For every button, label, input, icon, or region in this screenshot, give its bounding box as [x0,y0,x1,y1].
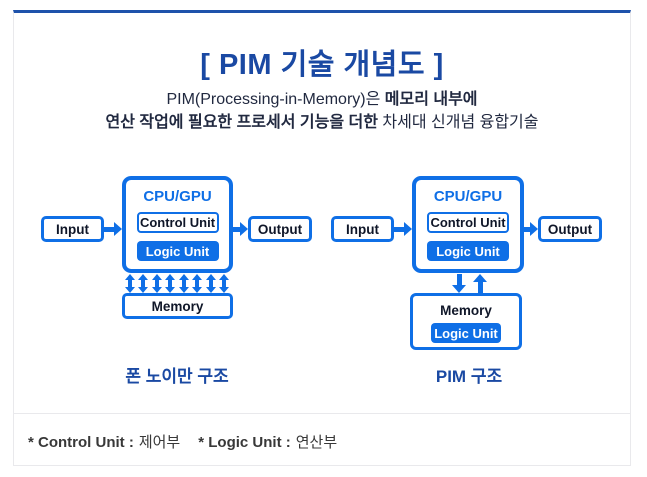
content-frame: [ PIM 기술 개념도 ] PIM(Processing-in-Memory)… [13,10,631,466]
footnote-value: 제어부 [138,433,181,451]
double-arrow-icon [192,274,203,293]
arrow-head [240,222,248,236]
pim-input-box: Input [331,216,394,242]
pim-cpu-memory-arrows-icon [452,274,487,293]
von-neumann-output-box: Output [248,216,312,242]
cpu-gpu-label: CPU/GPU [143,188,212,205]
footer-divider [14,413,630,414]
footnote-logic-unit: * Logic Unit :연산부 [198,431,337,452]
von-neumann-input-box: Input [41,216,104,242]
footnotes: * Control Unit :제어부 * Logic Unit :연산부 [28,428,337,454]
logic-unit-box: Logic Unit [427,241,509,261]
von-neumann-cpu-box: CPU/GPU Control Unit Logic Unit [122,176,233,273]
arrow-down-icon [452,274,466,293]
memory-label: Memory [440,303,492,318]
footnote-label: * Logic Unit : [198,433,291,451]
arrow-shaft [233,226,240,232]
arrow-head [114,222,122,236]
arrow-shaft [394,226,404,232]
arrow-head [404,222,412,236]
page-title: [ PIM 기술 개념도 ] [200,49,444,81]
pim-output-box: Output [538,216,602,242]
pim-cpu-to-output-arrow-icon [524,222,538,236]
pim-memory-box: Memory Logic Unit [410,293,522,350]
von-neumann-caption: 폰 노이만 구조 [125,367,229,386]
pim-input-to-cpu-arrow-icon [394,222,412,236]
double-arrow-icon [205,274,216,293]
arrow-shaft [524,226,530,232]
memory-logic-unit-box: Logic Unit [431,323,501,343]
arrow-up-icon [473,274,487,293]
von-neumann-cpu-to-output-arrow-icon [233,222,248,236]
von-neumann-memory-box: Memory [122,293,233,319]
subtitle-line1-normal: PIM(Processing-in-Memory)은 [166,91,385,108]
subtitle-line1-bold: 메모리 내부에 [384,91,478,108]
von-neumann-memory-bus-arrows-icon [124,274,230,293]
page-subtitle: PIM(Processing-in-Memory)은 메모리 내부에 연산 작업… [14,88,630,134]
footnote-label: * Control Unit : [28,433,134,451]
arrow-head [530,222,538,236]
pim-caption: PIM 구조 [435,367,503,386]
footnote-value: 연산부 [295,433,338,451]
double-arrow-icon [138,274,149,293]
double-arrow-icon [124,274,135,293]
footnote-control-unit: * Control Unit :제어부 [28,431,180,452]
cpu-gpu-label: CPU/GPU [433,188,503,205]
pim-cpu-box: CPU/GPU Control Unit Logic Unit [412,176,524,273]
arrow-shaft [104,226,114,232]
double-arrow-icon [178,274,189,293]
double-arrow-icon [165,274,176,293]
subtitle-line2-bold: 연산 작업에 필요한 프로세서 기능을 더한 [105,114,383,131]
double-arrow-icon [219,274,230,293]
subtitle-line2-normal: 차세대 신개념 융합기술 [382,114,539,131]
control-unit-box: Control Unit [427,212,509,233]
double-arrow-icon [151,274,162,293]
control-unit-box: Control Unit [136,212,219,233]
von-neumann-input-to-cpu-arrow-icon [104,222,122,236]
logic-unit-box: Logic Unit [136,241,219,261]
